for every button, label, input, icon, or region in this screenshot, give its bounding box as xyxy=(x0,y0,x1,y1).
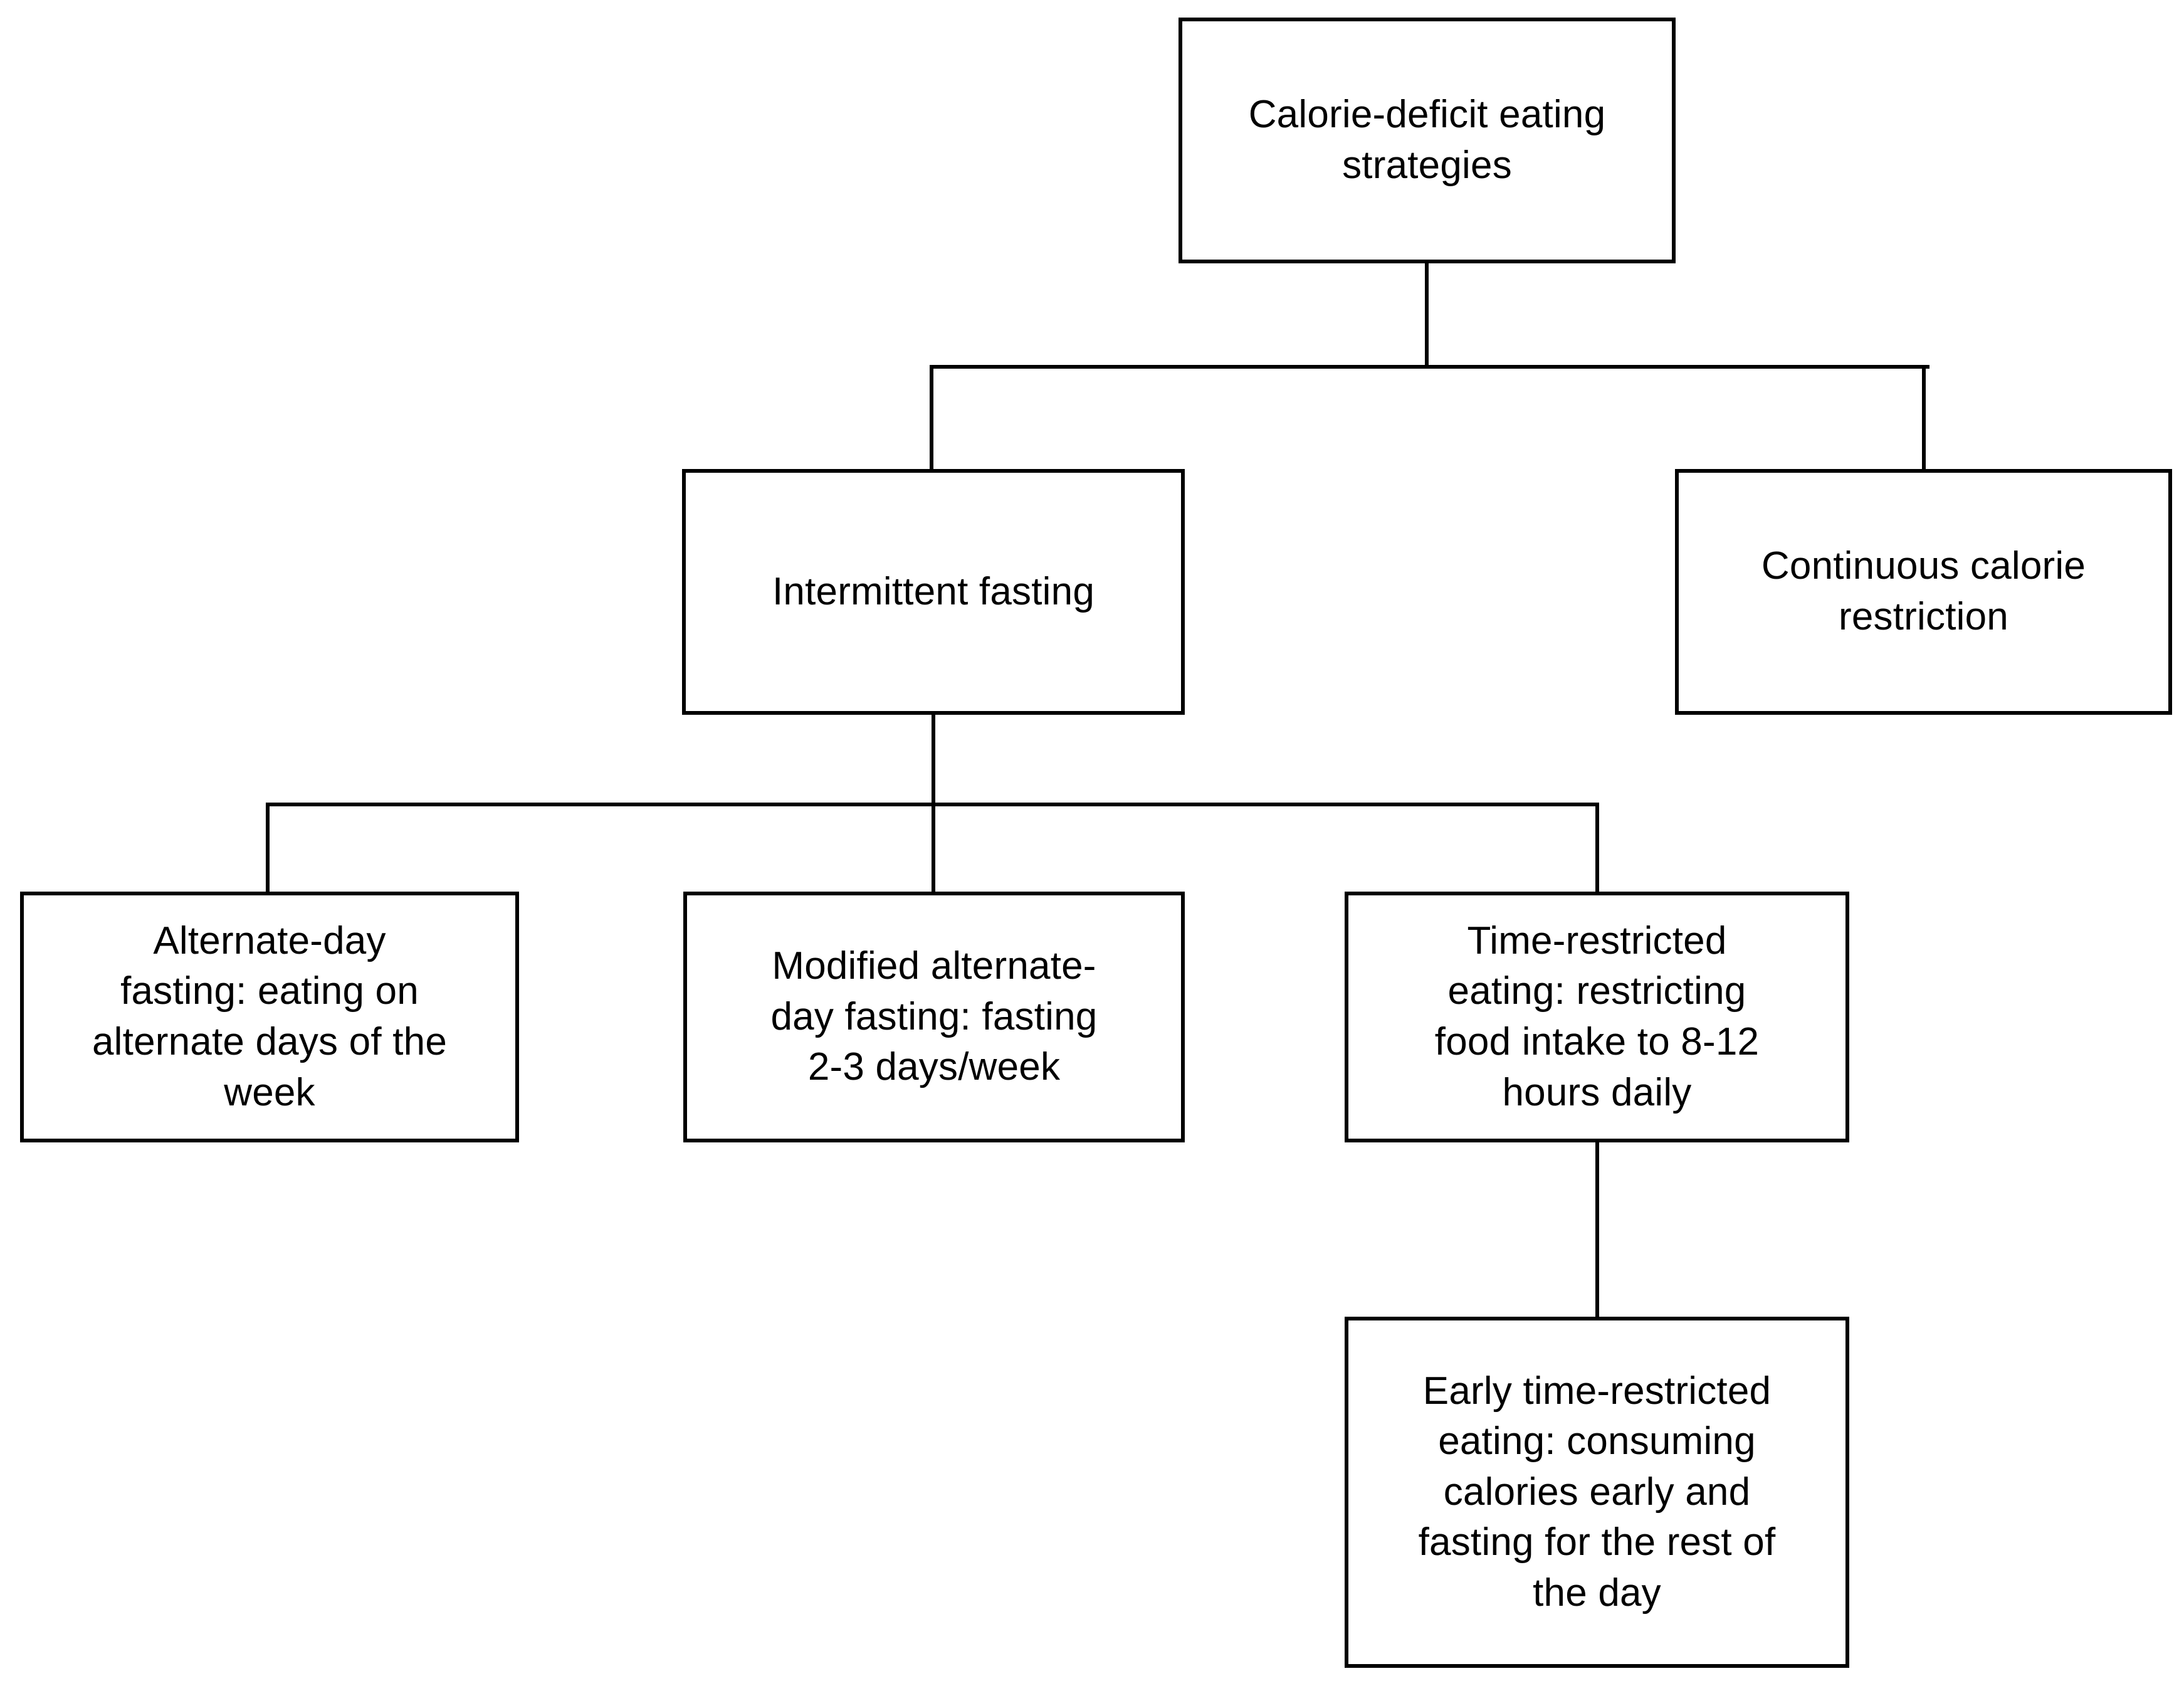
connector-root-stem xyxy=(1425,260,1429,369)
node-label-alternate-day-fasting: Alternate-day fasting: eating on alterna… xyxy=(92,919,447,1114)
connector-to-continuous-calorie-restriction xyxy=(1922,365,1926,473)
node-alternate-day-fasting[interactable]: Alternate-day fasting: eating on alterna… xyxy=(20,892,519,1142)
node-label-modified-alternate-day-fasting: Modified alternate- day fasting: fasting… xyxy=(770,944,1098,1089)
node-continuous-calorie-restriction[interactable]: Continuous calorie restriction xyxy=(1675,469,2172,715)
node-intermittent-fasting[interactable]: Intermittent fasting xyxy=(682,469,1185,715)
connector-level2-bus xyxy=(930,365,1929,369)
connector-to-time-restricted-eating xyxy=(1595,803,1599,895)
node-label-time-restricted-eating: Time-restricted eating: restricting food… xyxy=(1434,919,1760,1114)
connector-to-modified-alternate-day-fasting xyxy=(932,803,935,895)
node-calorie-deficit-eating-strategies[interactable]: Calorie-deficit eating strategies xyxy=(1179,18,1676,263)
node-label-intermittent-fasting: Intermittent fasting xyxy=(772,569,1095,613)
connector-to-early-time-restricted-eating xyxy=(1595,1139,1599,1320)
node-label-early-time-restricted-eating: Early time-restricted eating: consuming … xyxy=(1418,1369,1776,1615)
node-modified-alternate-day-fasting[interactable]: Modified alternate- day fasting: fasting… xyxy=(683,892,1185,1142)
connector-to-alternate-day-fasting xyxy=(266,803,270,895)
node-time-restricted-eating[interactable]: Time-restricted eating: restricting food… xyxy=(1345,892,1849,1142)
node-early-time-restricted-eating[interactable]: Early time-restricted eating: consuming … xyxy=(1345,1317,1849,1668)
node-label-calorie-deficit-eating-strategies: Calorie-deficit eating strategies xyxy=(1248,93,1606,187)
connector-intermittent-fasting-stem xyxy=(932,711,935,806)
connector-to-intermittent-fasting xyxy=(930,365,933,473)
node-label-continuous-calorie-restriction: Continuous calorie restriction xyxy=(1761,544,2086,638)
